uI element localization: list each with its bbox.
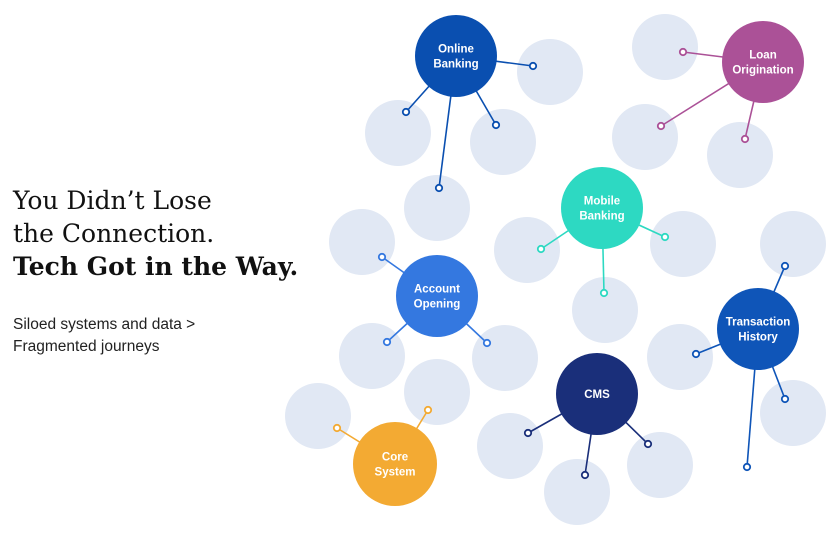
connector-endpoint — [434, 183, 444, 193]
background-bubble — [707, 122, 773, 188]
background-bubble — [329, 209, 395, 275]
connector-endpoint — [780, 394, 790, 404]
node-circle — [556, 353, 638, 435]
connector-endpoint — [332, 423, 342, 433]
background-bubble — [285, 383, 351, 449]
connector-endpoint — [482, 338, 492, 348]
background-bubble — [470, 109, 536, 175]
connector-endpoint — [780, 261, 790, 271]
node-label: Banking — [579, 211, 624, 223]
subtitle-line-1: Siloed systems and data > — [13, 316, 196, 333]
subtitle-line-2: Fragmented journeys — [13, 338, 160, 355]
background-bubble — [339, 323, 405, 389]
node-label: Account — [414, 284, 460, 296]
connector-endpoint — [678, 47, 688, 57]
node-circle — [717, 288, 799, 370]
connector-endpoint — [660, 232, 670, 242]
connector-endpoint — [401, 107, 411, 117]
background-bubble — [365, 100, 431, 166]
background-bubble — [404, 175, 470, 241]
connector-endpoint — [740, 134, 750, 144]
background-bubble — [494, 217, 560, 283]
background-bubbles — [285, 14, 826, 525]
background-bubble — [477, 413, 543, 479]
connector-endpoint — [536, 244, 546, 254]
background-bubble — [404, 359, 470, 425]
node-label: Origination — [732, 65, 793, 77]
connector-endpoint — [491, 120, 501, 130]
connector-endpoint — [742, 462, 752, 472]
system-nodes: OnlineBankingLoanOriginationMobileBankin… — [353, 15, 804, 506]
node-circle — [353, 422, 437, 506]
headline-line-1: You Didn’t Lose — [13, 186, 212, 215]
background-bubble — [647, 324, 713, 390]
connector-endpoint — [377, 252, 387, 262]
node-label: Loan — [749, 50, 776, 62]
background-bubble — [472, 325, 538, 391]
background-bubble — [627, 432, 693, 498]
node-label: History — [738, 332, 778, 344]
background-bubble — [632, 14, 698, 80]
connector-endpoint — [656, 121, 666, 131]
connector-endpoint — [580, 470, 590, 480]
headline: You Didn’t Lose the Connection. Tech Got… — [13, 184, 298, 283]
node-cms: CMS — [556, 353, 638, 435]
connector-endpoint — [523, 428, 533, 438]
node-circle — [415, 15, 497, 97]
connector-endpoint — [643, 439, 653, 449]
subtitle: Siloed systems and data > Fragmented jou… — [13, 314, 195, 358]
node-label: System — [375, 467, 416, 479]
node-label: CMS — [584, 389, 610, 401]
node-label: Mobile — [584, 196, 620, 208]
background-bubble — [760, 380, 826, 446]
background-bubble — [650, 211, 716, 277]
background-bubble — [760, 211, 826, 277]
connector-endpoint — [528, 61, 538, 71]
connector-endpoint — [691, 349, 701, 359]
background-bubble — [572, 277, 638, 343]
node-label: Banking — [433, 59, 478, 71]
background-bubble — [517, 39, 583, 105]
headline-line-2: the Connection. — [13, 219, 215, 248]
node-label: Transaction — [726, 317, 791, 329]
node-label: Opening — [414, 299, 461, 311]
connector-endpoint — [423, 405, 433, 415]
node-circle — [561, 167, 643, 249]
headline-line-3: Tech Got in the Way. — [13, 252, 299, 281]
connector-endpoint — [382, 337, 392, 347]
background-bubble — [544, 459, 610, 525]
node-label: Online — [438, 44, 474, 56]
node-label: Core — [382, 452, 408, 464]
node-circle — [396, 255, 478, 337]
node-circle — [722, 21, 804, 103]
connector-endpoint — [599, 288, 609, 298]
background-bubble — [612, 104, 678, 170]
